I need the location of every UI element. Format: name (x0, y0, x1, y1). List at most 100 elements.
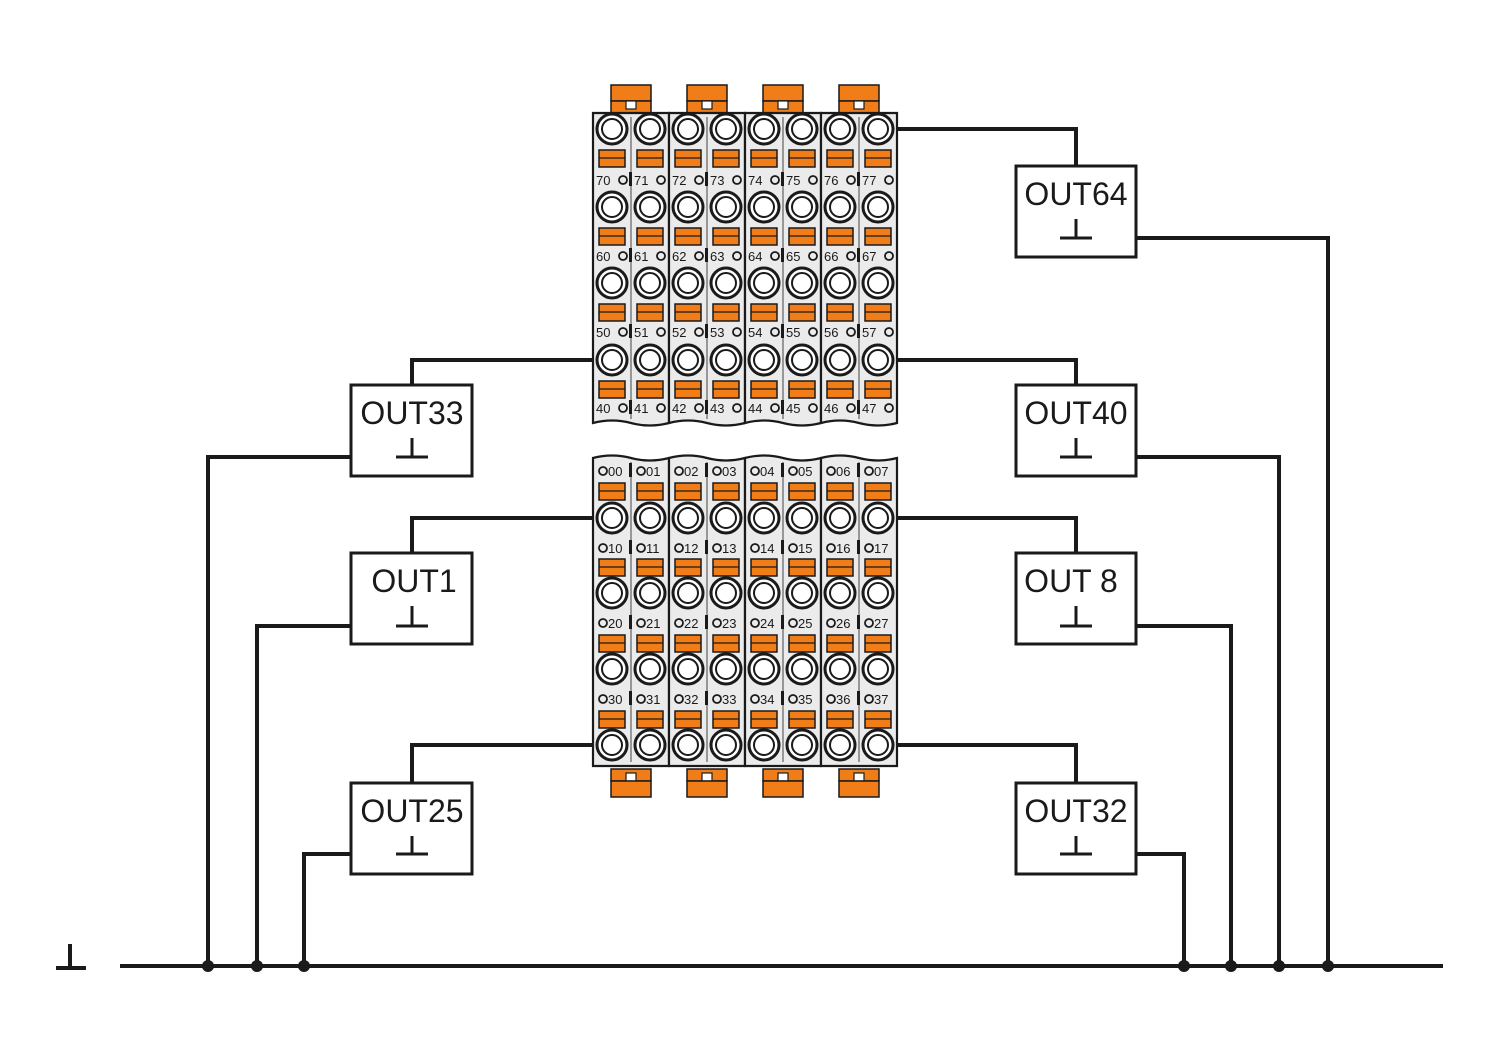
push-lever (598, 482, 626, 501)
load-label: OUT40 (1024, 395, 1127, 431)
push-lever (712, 558, 740, 577)
terminal-label: 04 (750, 463, 784, 479)
din-tab (686, 84, 728, 114)
terminal-number: 37 (874, 692, 888, 707)
terminal (709, 190, 743, 224)
terminal-number: 77 (862, 173, 876, 188)
terminal-label: 06 (826, 463, 860, 479)
wire-out33-signal (410, 358, 612, 385)
wire-out8-ground (1135, 624, 1233, 966)
terminal-label: 74 (748, 172, 784, 188)
terminal-label: 64 (748, 248, 784, 264)
terminal-number: 76 (824, 173, 838, 188)
terminal (633, 112, 667, 146)
push-lever (864, 149, 892, 168)
terminal-label: 37 (864, 692, 888, 707)
terminal-number: 10 (608, 541, 622, 556)
push-lever (788, 558, 816, 577)
load-label: OUT64 (1024, 176, 1127, 212)
din-tab (610, 768, 652, 798)
load-label: OUT25 (360, 793, 463, 829)
push-lever (674, 303, 702, 322)
terminal (671, 501, 705, 535)
terminal-number: 57 (862, 325, 876, 340)
terminal-label: 24 (750, 615, 784, 631)
push-lever (712, 303, 740, 322)
terminal (747, 728, 781, 762)
push-lever (674, 634, 702, 653)
junction-dot (1225, 960, 1237, 972)
terminal-label: 13 (712, 541, 736, 556)
terminal-label: 31 (636, 692, 660, 707)
terminal-number: 56 (824, 325, 838, 340)
terminal (671, 112, 705, 146)
push-lever (598, 558, 626, 577)
terminal-number: 33 (722, 692, 736, 707)
push-lever (864, 482, 892, 501)
terminal (861, 112, 895, 146)
terminal-label: 40 (596, 400, 632, 416)
wire-out40-signal (873, 358, 1078, 385)
terminal (671, 343, 705, 377)
wire-out25-ground (302, 852, 351, 966)
terminal-label: 70 (596, 172, 632, 188)
wire-out8-signal (873, 516, 1078, 553)
terminal-label: 33 (712, 692, 736, 707)
push-lever (636, 482, 664, 501)
push-lever (788, 710, 816, 729)
terminal-number: 70 (596, 173, 610, 188)
terminal-number: 11 (646, 541, 660, 556)
terminal-label: 10 (598, 540, 632, 556)
push-lever (674, 380, 702, 399)
terminal-label: 12 (674, 540, 708, 556)
terminal-label: 02 (674, 463, 708, 479)
push-lever (598, 634, 626, 653)
terminal-label: 51 (634, 325, 666, 340)
push-lever (750, 482, 778, 501)
terminal-number: 63 (710, 249, 724, 264)
junction-dot (1178, 960, 1190, 972)
terminal-label: 42 (672, 400, 708, 416)
terminal (747, 190, 781, 224)
terminal-label: 76 (824, 172, 860, 188)
push-lever (598, 303, 626, 322)
terminal-number: 73 (710, 173, 724, 188)
load-out64: OUT64 (1014, 164, 1138, 259)
push-lever (636, 558, 664, 577)
terminal-label: 30 (598, 691, 632, 707)
ground-icon (1060, 219, 1092, 240)
push-lever (712, 380, 740, 399)
terminal (671, 576, 705, 610)
terminal (861, 501, 895, 535)
push-lever (674, 558, 702, 577)
junction-dot (1273, 960, 1285, 972)
terminal-number: 53 (710, 325, 724, 340)
wire-out33-ground (206, 455, 351, 966)
push-lever (674, 149, 702, 168)
terminal-label: 32 (674, 691, 708, 707)
terminal-label: 72 (672, 172, 708, 188)
terminal-number: 35 (798, 692, 812, 707)
din-tab (610, 84, 652, 114)
terminal-number: 00 (608, 464, 622, 479)
terminal-number: 36 (836, 692, 850, 707)
terminal-number: 75 (786, 173, 800, 188)
terminal-label: 63 (710, 249, 742, 264)
terminal-number: 67 (862, 249, 876, 264)
terminal-label: 75 (786, 173, 818, 188)
terminal-label: 22 (674, 615, 708, 631)
terminal (785, 576, 819, 610)
terminal (861, 266, 895, 300)
push-lever (674, 482, 702, 501)
terminal-number: 32 (684, 692, 698, 707)
junction-dot (298, 960, 310, 972)
terminal (595, 501, 629, 535)
terminal (709, 112, 743, 146)
push-lever (826, 149, 854, 168)
terminal-number: 42 (672, 401, 686, 416)
terminal-label: 53 (710, 325, 742, 340)
terminal (595, 112, 629, 146)
terminal-number: 71 (634, 173, 648, 188)
push-lever (712, 227, 740, 246)
